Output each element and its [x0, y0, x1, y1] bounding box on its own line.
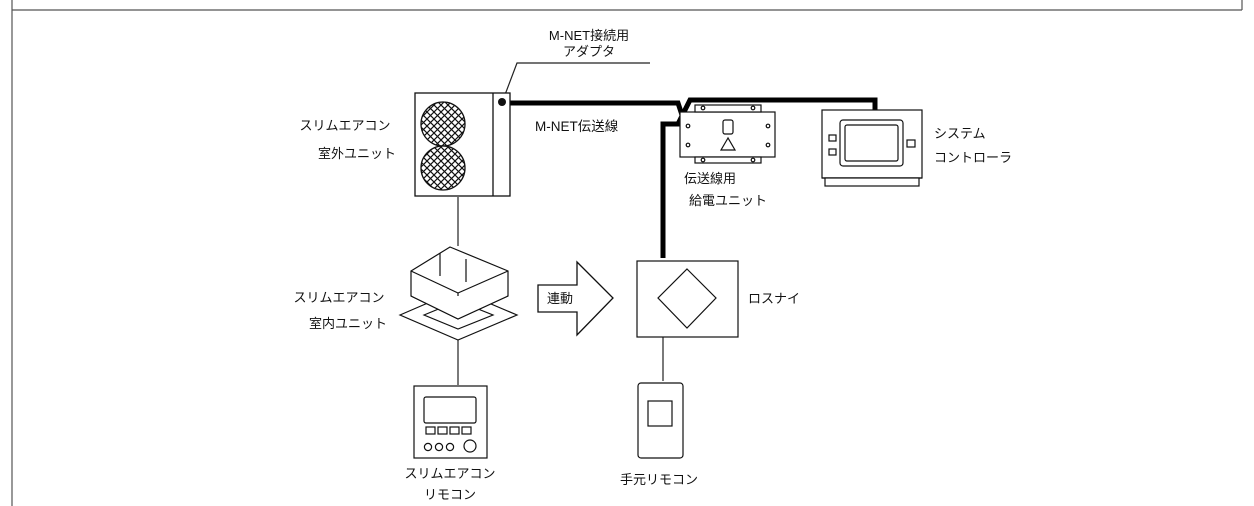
power-supply-unit: [679, 104, 776, 164]
power-unit-label-line1: 伝送線用: [684, 171, 736, 186]
hand-remote-label: 手元リモコン: [620, 472, 698, 487]
system-controller-label-line2: コントローラ: [934, 150, 1012, 165]
system-controller-label-line1: システム: [934, 126, 986, 141]
labels: M-NET接続用 アダプタ スリムエアコン 室外ユニット M-NET伝送線 伝送…: [293, 28, 1012, 502]
lossnay-label: ロスナイ: [748, 291, 800, 306]
system-controller: [821, 109, 923, 187]
hand-remote-controller: [637, 382, 684, 459]
indoor-cassette-unit: [398, 246, 519, 341]
aircon-remote-label-line2: リモコン: [424, 487, 476, 502]
link-arrow: [537, 260, 614, 337]
adapter-label-line1: M-NET接続用: [549, 28, 629, 43]
lossnay-unit: [636, 260, 739, 338]
thin-wires: [457, 62, 664, 385]
power-unit-label-line2: 給電ユニット: [689, 193, 767, 208]
outdoor-unit-label-line2: 室外ユニット: [318, 146, 396, 161]
outdoor-unit-label-line1: スリムエアコン: [299, 118, 390, 133]
page-border: [11, 0, 1243, 506]
aircon-remote-controller: [413, 385, 488, 459]
mnet-adapter-dot: [498, 98, 506, 106]
adapter-label-line2: アダプタ: [563, 44, 615, 59]
indoor-unit-label-line2: 室内ユニット: [309, 316, 387, 331]
link-label: 連動: [547, 291, 573, 306]
outdoor-unit: [414, 92, 511, 197]
aircon-remote-label-line1: スリムエアコン: [404, 466, 495, 481]
indoor-unit-label-line1: スリムエアコン: [293, 290, 384, 305]
mnet-line-label: M-NET伝送線: [535, 119, 619, 134]
